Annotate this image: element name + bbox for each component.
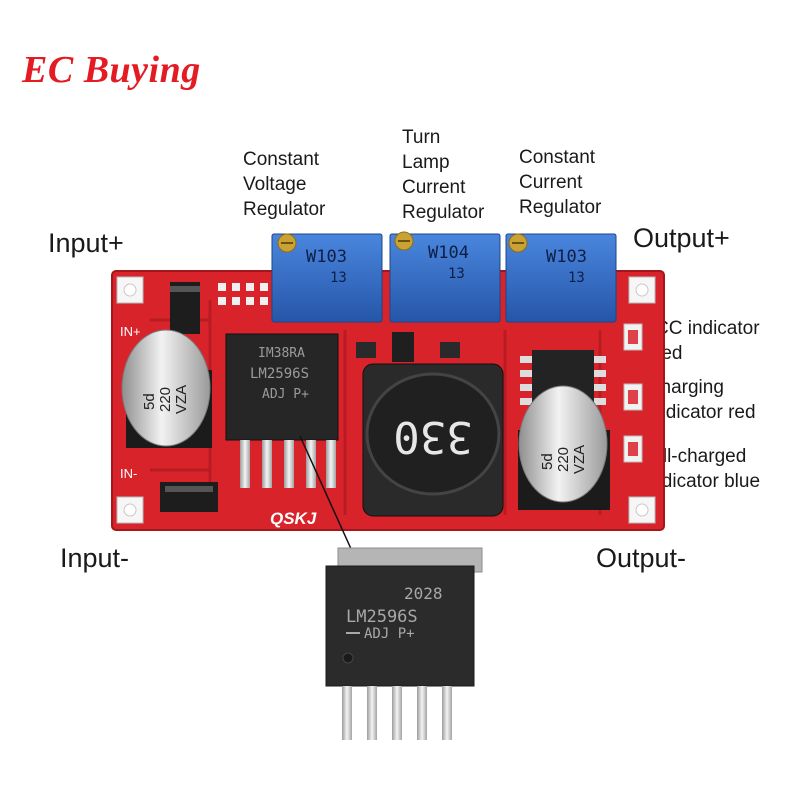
chip-part: LM2596S	[346, 607, 418, 627]
label-line: indicator red	[651, 402, 756, 423]
silk-logo: QSKJ	[270, 509, 317, 528]
pot2-sub: 13	[448, 266, 465, 282]
label-turn-lamp: Turn Lamp Current Regulator	[402, 125, 484, 225]
cap2-text-2: 220	[555, 447, 572, 472]
ic-line-2: LM2596S	[250, 366, 309, 382]
label-line: Regulator	[519, 197, 602, 218]
label-full-charged-indicator: full-charged indicator blue	[647, 444, 760, 494]
label-line: Turn	[402, 127, 441, 148]
label-input-plus: Input+	[48, 228, 124, 258]
label-charging-indicator: charging indicator red	[651, 375, 756, 425]
lm2596-chip-closeup: 2028 LM2596S ADJ P+	[325, 547, 483, 740]
board-regulator-ic: IM38RA LM2596S ADJ P+	[225, 333, 339, 488]
label-line: full-charged	[647, 446, 747, 467]
label-line: Current	[402, 177, 466, 198]
label-line: Voltage	[243, 174, 307, 195]
pot2-code: W104	[428, 243, 469, 263]
transistor	[392, 332, 414, 362]
cc-indicator-led	[623, 323, 643, 351]
label-line: Regulator	[243, 199, 326, 220]
cap2-text-3: VZA	[571, 445, 588, 474]
input-capacitor: 5d 220 VZA	[121, 329, 212, 448]
label-input-minus: Input-	[60, 543, 130, 573]
pot1-sub: 13	[330, 270, 347, 286]
power-inductor: 330	[362, 363, 504, 517]
label-output-plus: Output+	[633, 223, 730, 253]
cap-text-1: 5d	[141, 393, 158, 410]
pot-constant-voltage: W103 13	[271, 233, 383, 323]
label-line: Current	[519, 172, 583, 193]
cap-text-3: VZA	[173, 385, 190, 414]
label-line: charging	[651, 377, 724, 398]
silk-in-plus: IN+	[120, 324, 141, 339]
label-line: Constant	[243, 149, 320, 170]
inductor-label: 330	[393, 411, 472, 462]
label-constant-voltage: Constant Voltage Regulator	[243, 147, 325, 222]
pot3-code: W103	[546, 247, 587, 267]
pot-constant-current: W103 13	[505, 233, 617, 323]
charging-indicator-led	[623, 383, 643, 411]
output-capacitor: 5d 220 VZA	[518, 385, 610, 510]
ic-line-1: IM38RA	[258, 346, 305, 361]
full-charged-indicator-led	[623, 435, 643, 463]
brand-logo: EC Buying	[22, 49, 201, 91]
label-line: CC indicator	[655, 318, 760, 339]
pot3-sub: 13	[568, 270, 585, 286]
label-line: Lamp	[402, 152, 450, 173]
cap-text-2: 220	[157, 387, 174, 412]
ic-line-3: ADJ P+	[262, 387, 309, 402]
label-output-minus: Output-	[596, 543, 687, 573]
pot1-code: W103	[306, 247, 347, 267]
chip-suffix: ADJ P+	[364, 626, 415, 642]
label-line: indicator blue	[647, 471, 761, 492]
cap2-text-1: 5d	[539, 453, 556, 470]
label-line: Regulator	[402, 202, 485, 223]
pot-turn-lamp-current: W104 13	[389, 231, 501, 323]
label-constant-current: Constant Current Regulator	[519, 145, 601, 220]
label-line: Constant	[519, 147, 596, 168]
chip-date-code: 2028	[404, 584, 443, 603]
silk-in-minus: IN-	[120, 466, 137, 481]
